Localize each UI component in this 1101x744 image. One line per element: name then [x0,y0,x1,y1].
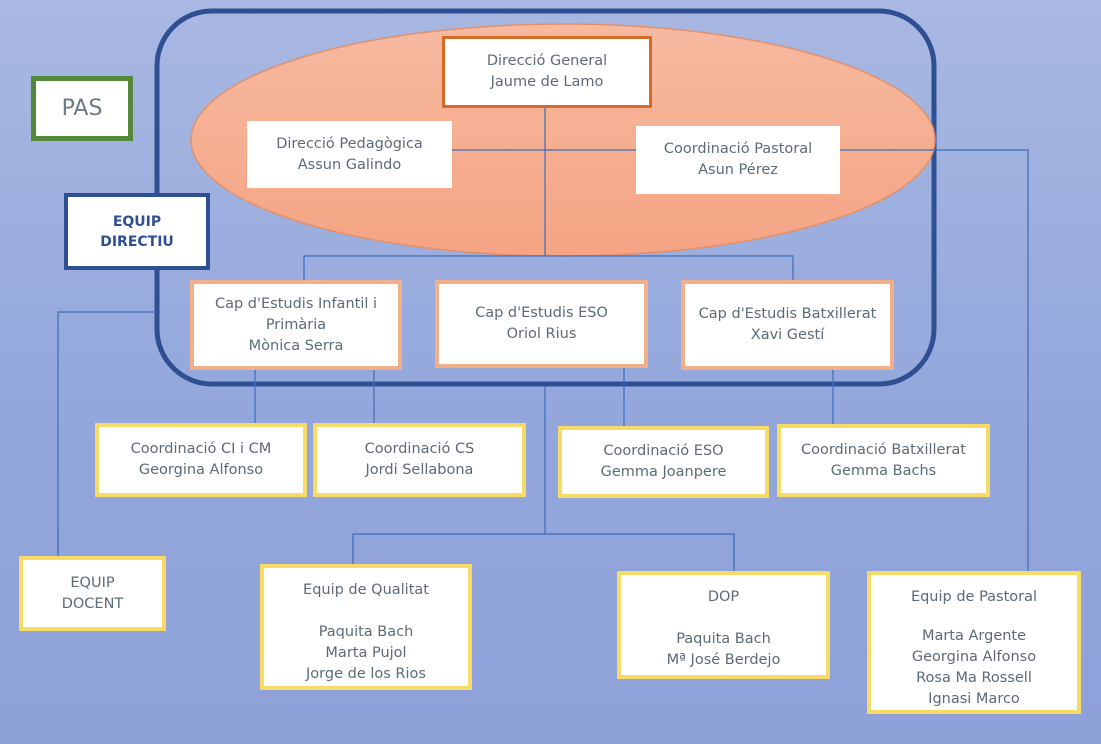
connector-caps-bus [303,255,794,280]
coord-ci-cm-person: Georgina Alfonso [138,462,264,478]
direccio-general-role: Direcció General [486,53,608,69]
coord-batx-box: Coordinació Batxillerat Gemma Bachs [777,424,990,497]
direccio-pedagogica-person: Assun Galindo [297,156,402,173]
dop-member: Paquita Bach [676,631,771,647]
equip-pastoral-title: Equip de Pastoral [910,589,1038,605]
dop-title: DOP [707,589,740,605]
equip-pastoral-member: Ignasi Marco [928,691,1020,707]
dop-box: DOP Paquita Bach Mª José Berdejo [617,571,830,679]
cap-infantil-line-1: Cap d'Estudis Infantil i [214,295,378,312]
equip-pastoral-box: Equip de Pastoral Marta Argente Georgina… [867,571,1081,714]
coordinacio-pastoral-role: Coordinació Pastoral [663,141,813,157]
cap-infantil-person: Mònica Serra [248,337,344,354]
coord-cs-role: Coordinació CS [364,441,475,457]
coord-eso-person: Gemma Joanpere [600,464,727,480]
pas-label: PAS [61,96,103,121]
equip-directiu-box: EQUIP DIRECTIU [64,193,210,270]
connector-pastoral-right [838,149,1029,572]
equip-qualitat-member: Marta Pujol [325,645,407,661]
equip-pastoral-member: Marta Argente [921,628,1027,644]
equip-pastoral-member: Rosa Ma Rossell [916,670,1032,686]
coord-batx-person: Gemma Bachs [830,462,937,479]
connector-docent [57,311,157,557]
direccio-pedagogica-box: Direcció Pedagògica Assun Galindo [247,121,452,188]
cap-infantil-line-2: Primària [265,316,327,333]
connector-lower-bus [352,533,735,572]
cap-eso-box: Cap d'Estudis ESO Oriol Rius [435,280,648,368]
coord-cs-box: Coordinació CS Jordi Sellabona [313,423,526,497]
coord-cs-person: Jordi Sellabona [365,462,474,478]
coord-ci-cm-box: Coordinació CI i CM Georgina Alfonso [95,423,307,497]
coordinacio-pastoral-person: Asun Pérez [698,162,778,178]
equip-qualitat-member: Jorge de los Rios [306,666,426,682]
dop-member: Mª José Berdejo [666,652,781,668]
equip-docent-line-2: DOCENT [61,595,124,612]
coordinacio-pastoral-box: Coordinació Pastoral Asun Pérez [636,126,840,194]
cap-eso-role: Cap d'Estudis ESO [475,305,608,321]
direccio-general-box: Direcció General Jaume de Lamo [442,36,652,108]
cap-batx-person: Xavi Gestí [750,327,825,343]
equip-qualitat-title: Equip de Qualitat [303,582,429,598]
coord-eso-role: Coordinació ESO [603,443,724,459]
cap-eso-person: Oriol Rius [506,326,577,342]
equip-directiu-line-2: DIRECTIU [100,233,174,250]
direccio-general-person: Jaume de Lamo [490,74,604,90]
equip-docent-box: EQUIP DOCENT [19,556,166,631]
pas-box: PAS [31,76,133,141]
equip-docent-line-1: EQUIP [70,574,115,591]
cap-infantil-box: Cap d'Estudis Infantil i Primària Mònica… [190,280,402,370]
cap-batx-box: Cap d'Estudis Batxillerat Xavi Gestí [681,280,894,370]
equip-qualitat-member: Paquita Bach [318,624,414,640]
equip-pastoral-member: Georgina Alfonso [911,649,1037,665]
cap-batx-role: Cap d'Estudis Batxillerat [698,306,877,322]
equip-qualitat-box: Equip de Qualitat Paquita Bach Marta Puj… [260,564,472,690]
coord-eso-box: Coordinació ESO Gemma Joanpere [558,426,769,498]
equip-directiu-line-1: EQUIP [112,213,162,230]
coord-batx-role: Coordinació Batxillerat [800,441,966,458]
direccio-pedagogica-role: Direcció Pedagògica [276,135,423,152]
coord-ci-cm-role: Coordinació CI i CM [130,441,272,457]
